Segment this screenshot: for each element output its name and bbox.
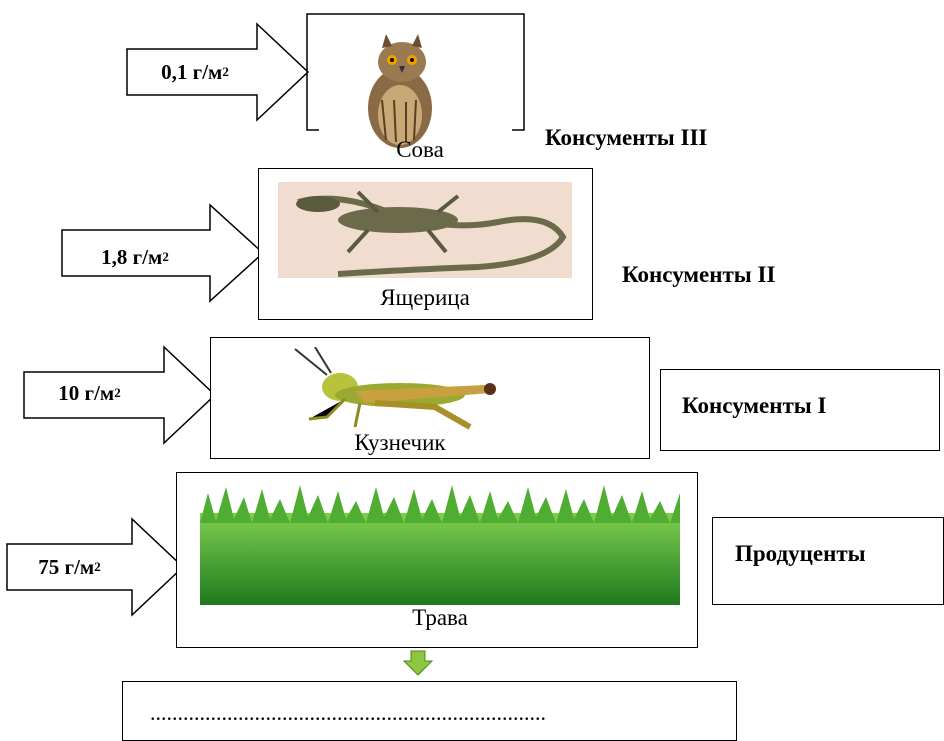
trophic-level-lizard: Консументы II — [622, 262, 775, 288]
grass-icon — [200, 483, 680, 605]
lizard-icon — [278, 182, 572, 278]
trophic-level-grass: Продуценты — [735, 541, 866, 567]
grasshopper-icon — [285, 347, 510, 439]
answer-placeholder: ........................................… — [150, 700, 546, 726]
trophic-level-owl: Консументы III — [545, 125, 707, 151]
trophic-level-grasshopper: Консументы I — [682, 393, 826, 419]
owl-icon — [342, 30, 462, 150]
organism-name-lizard: Ящерица — [345, 285, 505, 311]
organism-name-owl: Сова — [370, 137, 470, 163]
down-arrow-icon — [403, 650, 433, 676]
organism-name-grasshopper: Кузнечик — [340, 430, 460, 456]
organism-name-grass: Трава — [380, 605, 500, 631]
